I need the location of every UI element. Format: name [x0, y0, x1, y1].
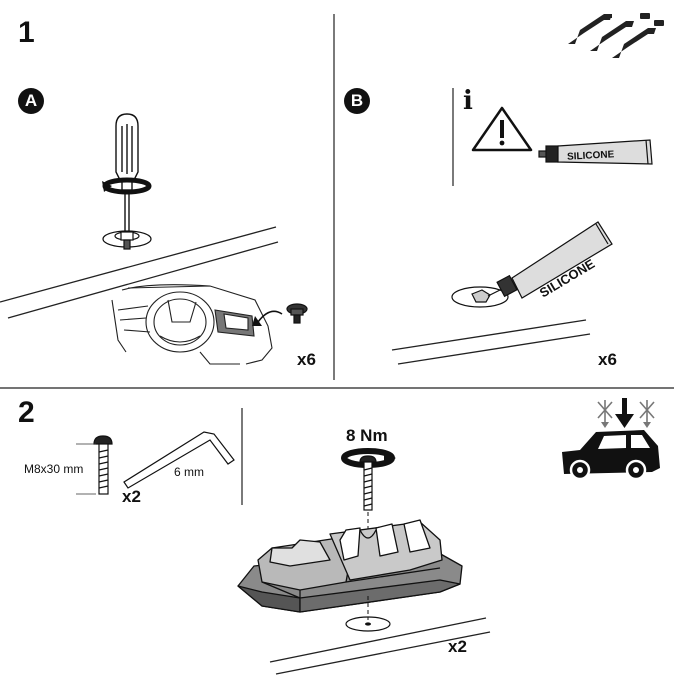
- long-bolt-icon: [359, 455, 377, 511]
- roof-line-step2: [269, 617, 491, 675]
- step-number-2: 2: [18, 396, 35, 429]
- dimension-bracket: [76, 443, 96, 495]
- bolt-icon: [93, 435, 113, 495]
- torque-value: 8 Nm: [346, 426, 388, 445]
- car-icon: [562, 430, 660, 481]
- arrowhead-icon: [252, 316, 262, 326]
- screw-plug-icon: [102, 230, 152, 250]
- plug-icon: [286, 303, 308, 324]
- roof-line-b: [391, 319, 591, 365]
- step-number-1: 1: [18, 16, 35, 49]
- badge-a: A: [18, 88, 44, 114]
- silicone-label-small: SILICONE: [567, 149, 615, 162]
- badge-b: B: [344, 88, 370, 114]
- bolt-quantity: x2: [122, 487, 141, 506]
- roof-bars-icon: [568, 13, 664, 58]
- bolt-size-label: M8x30 mm: [24, 462, 84, 476]
- screwdriver-icon: [115, 113, 139, 232]
- hex-key-icon: [123, 431, 235, 489]
- curved-arrow-icon: [257, 310, 283, 323]
- silicone-tube-small-icon: [538, 139, 653, 165]
- arrow-down-icon: [615, 398, 634, 428]
- panel-b-quantity: x6: [598, 350, 617, 369]
- wrench-size-label: 6 mm: [174, 465, 204, 479]
- warning-icon: [471, 106, 533, 152]
- mount-point: [345, 616, 391, 632]
- roof-line-a: [0, 226, 279, 319]
- cross-icon: [597, 400, 655, 428]
- car-interior-sketch: [111, 284, 273, 365]
- silicone-tube-large-icon: [451, 221, 613, 308]
- mount-hole: [365, 622, 371, 626]
- panel-a-quantity: x6: [297, 350, 316, 369]
- rotation-arrow-icon: [102, 177, 152, 195]
- info-icon: i: [463, 86, 473, 116]
- roof-rack-foot: [237, 519, 463, 613]
- foot-quantity: x2: [448, 637, 467, 656]
